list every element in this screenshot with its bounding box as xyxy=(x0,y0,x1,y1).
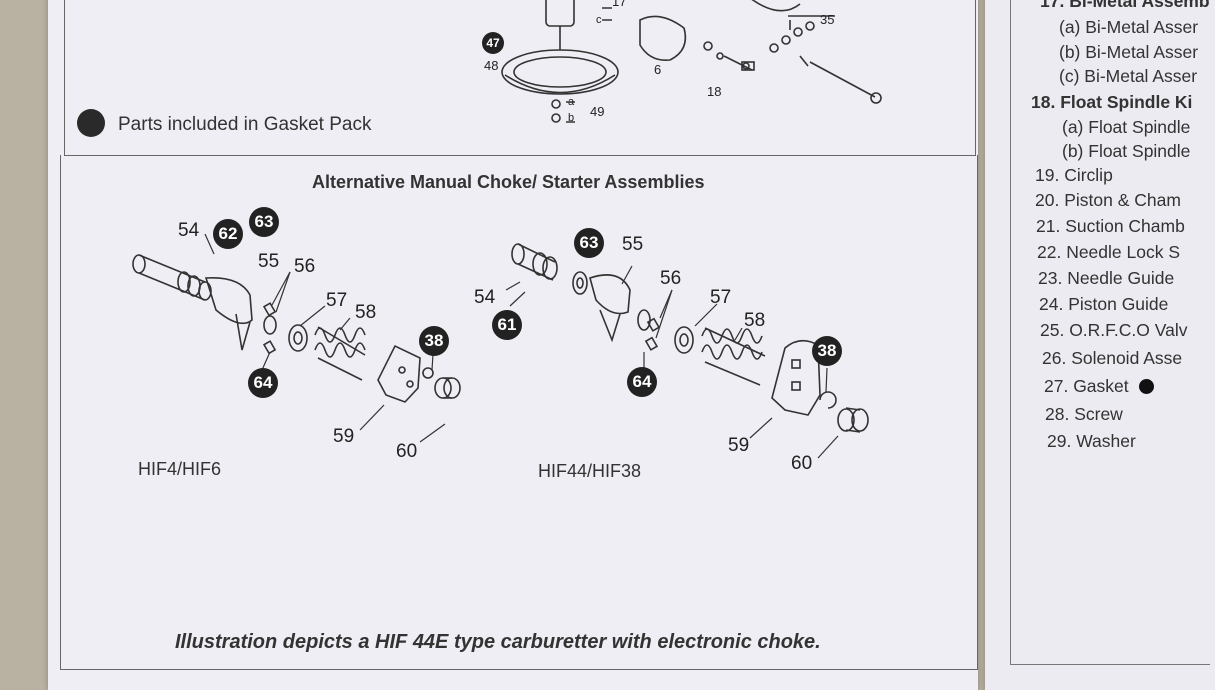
parts-list-item-text: 27. Gasket xyxy=(1044,376,1129,396)
illustration-caption: Illustration depicts a HIF 44E type carb… xyxy=(175,631,821,653)
right-badge-61: 61 xyxy=(492,310,522,340)
sub-label-b: b xyxy=(568,112,575,124)
part-label-35: 35 xyxy=(820,12,835,27)
part-label-6: 6 xyxy=(654,62,662,77)
right-badge-63: 63 xyxy=(574,228,604,258)
part-label-49: 49 xyxy=(590,104,605,119)
left-badge-63: 63 xyxy=(249,207,279,237)
right-part-60: 60 xyxy=(791,453,813,474)
gasket-pack-dot-icon xyxy=(77,109,105,137)
parts-list-item: 26. Solenoid Asse xyxy=(1042,348,1183,368)
right-part-59: 59 xyxy=(728,435,750,456)
left-part-58: 58 xyxy=(355,302,377,323)
parts-list-item: 28. Screw xyxy=(1045,404,1123,424)
section-title: Alternative Manual Choke/ Starter Assemb… xyxy=(312,172,705,192)
parts-list-item: 20. Piston & Cham xyxy=(1035,190,1181,210)
parts-list-item: 21. Suction Chamb xyxy=(1036,216,1185,236)
adjacent-page xyxy=(985,0,1215,690)
part-badge-47: 47 xyxy=(482,32,504,54)
main-panel-frame xyxy=(60,155,978,670)
right-part-56: 56 xyxy=(660,268,682,289)
part-label-18: 18 xyxy=(707,84,722,99)
parts-list-item: (c) Bi-Metal Asser xyxy=(1059,66,1198,86)
parts-list-item: 25. O.R.F.C.O Valv xyxy=(1040,320,1188,340)
parts-list-item: (b) Bi-Metal Asser xyxy=(1059,42,1199,62)
gasket-pack-note: Parts included in Gasket Pack xyxy=(118,114,372,135)
gasket-pack-dot-icon xyxy=(1138,379,1154,394)
right-part-57: 57 xyxy=(710,287,732,308)
parts-list-item: 19. Circlip xyxy=(1035,165,1113,185)
parts-list-item: (a) Float Spindle xyxy=(1062,117,1191,137)
parts-list-item: 18. Float Spindle Ki xyxy=(1031,92,1193,112)
right-part-55: 55 xyxy=(622,234,644,255)
left-part-60: 60 xyxy=(396,441,418,462)
parts-list-item: 27. Gasket xyxy=(1044,376,1154,397)
right-model-label: HIF44/HIF38 xyxy=(538,461,642,481)
left-part-57: 57 xyxy=(326,290,348,311)
sub-label-a: a xyxy=(568,96,575,108)
left-model-label: HIF4/HIF6 xyxy=(138,459,222,479)
parts-list-item: 22. Needle Lock S xyxy=(1037,242,1181,262)
left-part-54: 54 xyxy=(178,220,200,241)
sub-label-c: c xyxy=(596,14,602,26)
right-badge-64: 64 xyxy=(627,367,657,397)
parts-list-item: 17. Bi-Metal Assemb xyxy=(1040,0,1210,11)
left-badge-38: 38 xyxy=(419,326,449,356)
parts-list-frame xyxy=(1010,0,1210,665)
parts-list-item: 29. Washer xyxy=(1047,431,1136,451)
part-label-48: 48 xyxy=(484,58,499,73)
exploded-diagram-art xyxy=(132,0,882,459)
left-badge-64: 64 xyxy=(248,368,278,398)
parts-list-item: (b) Float Spindle xyxy=(1062,141,1191,161)
parts-list-item: 23. Needle Guide xyxy=(1038,268,1175,288)
left-part-55: 55 xyxy=(258,251,280,272)
right-part-54: 54 xyxy=(474,287,496,308)
left-badge-62: 62 xyxy=(213,219,243,249)
right-badge-38: 38 xyxy=(812,336,842,366)
parts-list-item: (a) Bi-Metal Asser xyxy=(1059,17,1199,37)
parts-list-item: 24. Piston Guide xyxy=(1039,294,1169,314)
part-label-17: 17 xyxy=(612,0,627,9)
right-part-58: 58 xyxy=(744,310,766,331)
top-panel-frame xyxy=(64,0,976,156)
left-part-59: 59 xyxy=(333,426,355,447)
left-part-56: 56 xyxy=(294,256,316,277)
